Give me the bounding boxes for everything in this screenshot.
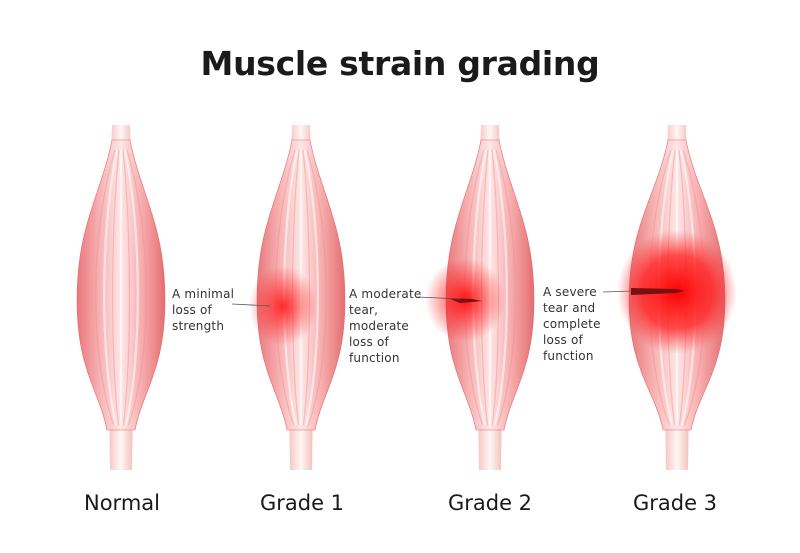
annotation-leader-grade-3 [602, 290, 633, 293]
muscle-grade-1 [249, 125, 346, 470]
diagram-title: Muscle strain grading [200, 44, 600, 83]
annotation-grade-3: A severe tear and complete loss of funct… [543, 285, 601, 363]
label-grade-1: Grade 1 [259, 491, 345, 515]
muscle-fiber [495, 149, 516, 426]
muscle-fiber [95, 149, 116, 426]
label-grade-3: Grade 3 [632, 491, 718, 515]
muscle-fiber [123, 149, 139, 426]
muscle-fiber [122, 149, 131, 426]
tear-mark-grade-3 [631, 288, 685, 295]
annotation-grade-2: A moderate tear, moderate loss of functi… [349, 287, 422, 365]
muscle-fiber [492, 149, 508, 426]
annotation-leader-grade-2 [417, 296, 461, 300]
muscle-fiber [126, 149, 147, 426]
muscle-normal [76, 125, 166, 470]
muscle-illustration [76, 125, 737, 470]
muscle-fiber [303, 149, 319, 426]
muscle-grade-3 [617, 125, 737, 470]
muscle-fiber [103, 149, 119, 426]
tear-mark-grade-2 [448, 298, 482, 303]
label-normal: Normal [84, 491, 160, 515]
label-grade-2: Grade 2 [447, 491, 533, 515]
annotation-grade-1: A minimal loss of strength [172, 287, 235, 333]
muscle-grade-2 [425, 125, 535, 470]
muscle-fiber [306, 149, 327, 426]
injury-zone-grade-1 [249, 266, 317, 346]
annotation-leader-grade-1 [231, 303, 271, 307]
muscle-fiber [111, 149, 120, 426]
